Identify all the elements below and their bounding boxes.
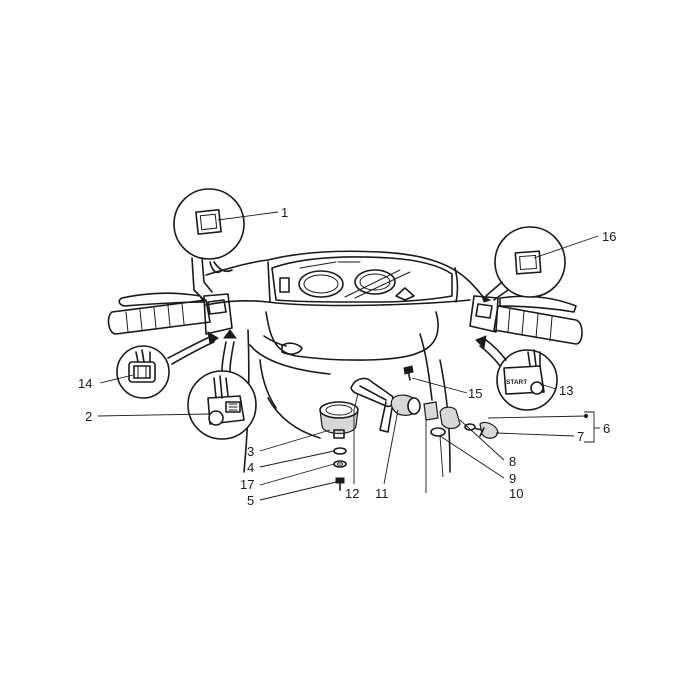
left-button-detail [116,331,219,399]
callout-7: 7 [577,429,584,444]
callout-11: 11 [375,486,389,501]
start-button-detail: START [475,335,558,411]
callout-8: 8 [509,454,516,469]
callout-4: 4 [247,460,254,475]
right-grip [469,295,583,345]
callout-labels: 1 2 3 4 5 6 7 8 9 10 11 12 13 14 15 16 1… [78,205,616,508]
callout-14: 14 [78,376,92,391]
start-button-label: START [506,379,527,386]
callout-15: 15 [468,386,482,401]
washer-17 [333,460,347,468]
callout-12: 12 [345,486,359,501]
washer-4 [333,447,347,455]
left-grip [107,292,233,335]
callout-5: 5 [247,493,254,508]
ignition-assembly [350,365,499,439]
callout-13: 13 [559,383,573,398]
left-switch-detail [173,188,245,301]
screw-5 [335,477,345,484]
callout-10: 10 [509,486,523,501]
left-switch-unit-detail [187,329,257,440]
callout-16: 16 [602,229,616,244]
callout-17: 17 [240,477,254,492]
callout-6: 6 [603,421,610,436]
callout-3: 3 [247,444,254,459]
right-switch-detail [481,226,566,303]
callout-2: 2 [85,409,92,424]
callout-1: 1 [281,205,288,220]
callout-9: 9 [509,471,516,486]
handlebar-assembly [205,250,487,473]
horn-assembly [319,401,359,491]
leader-lines [97,211,600,501]
speedometer-dial [298,270,344,298]
